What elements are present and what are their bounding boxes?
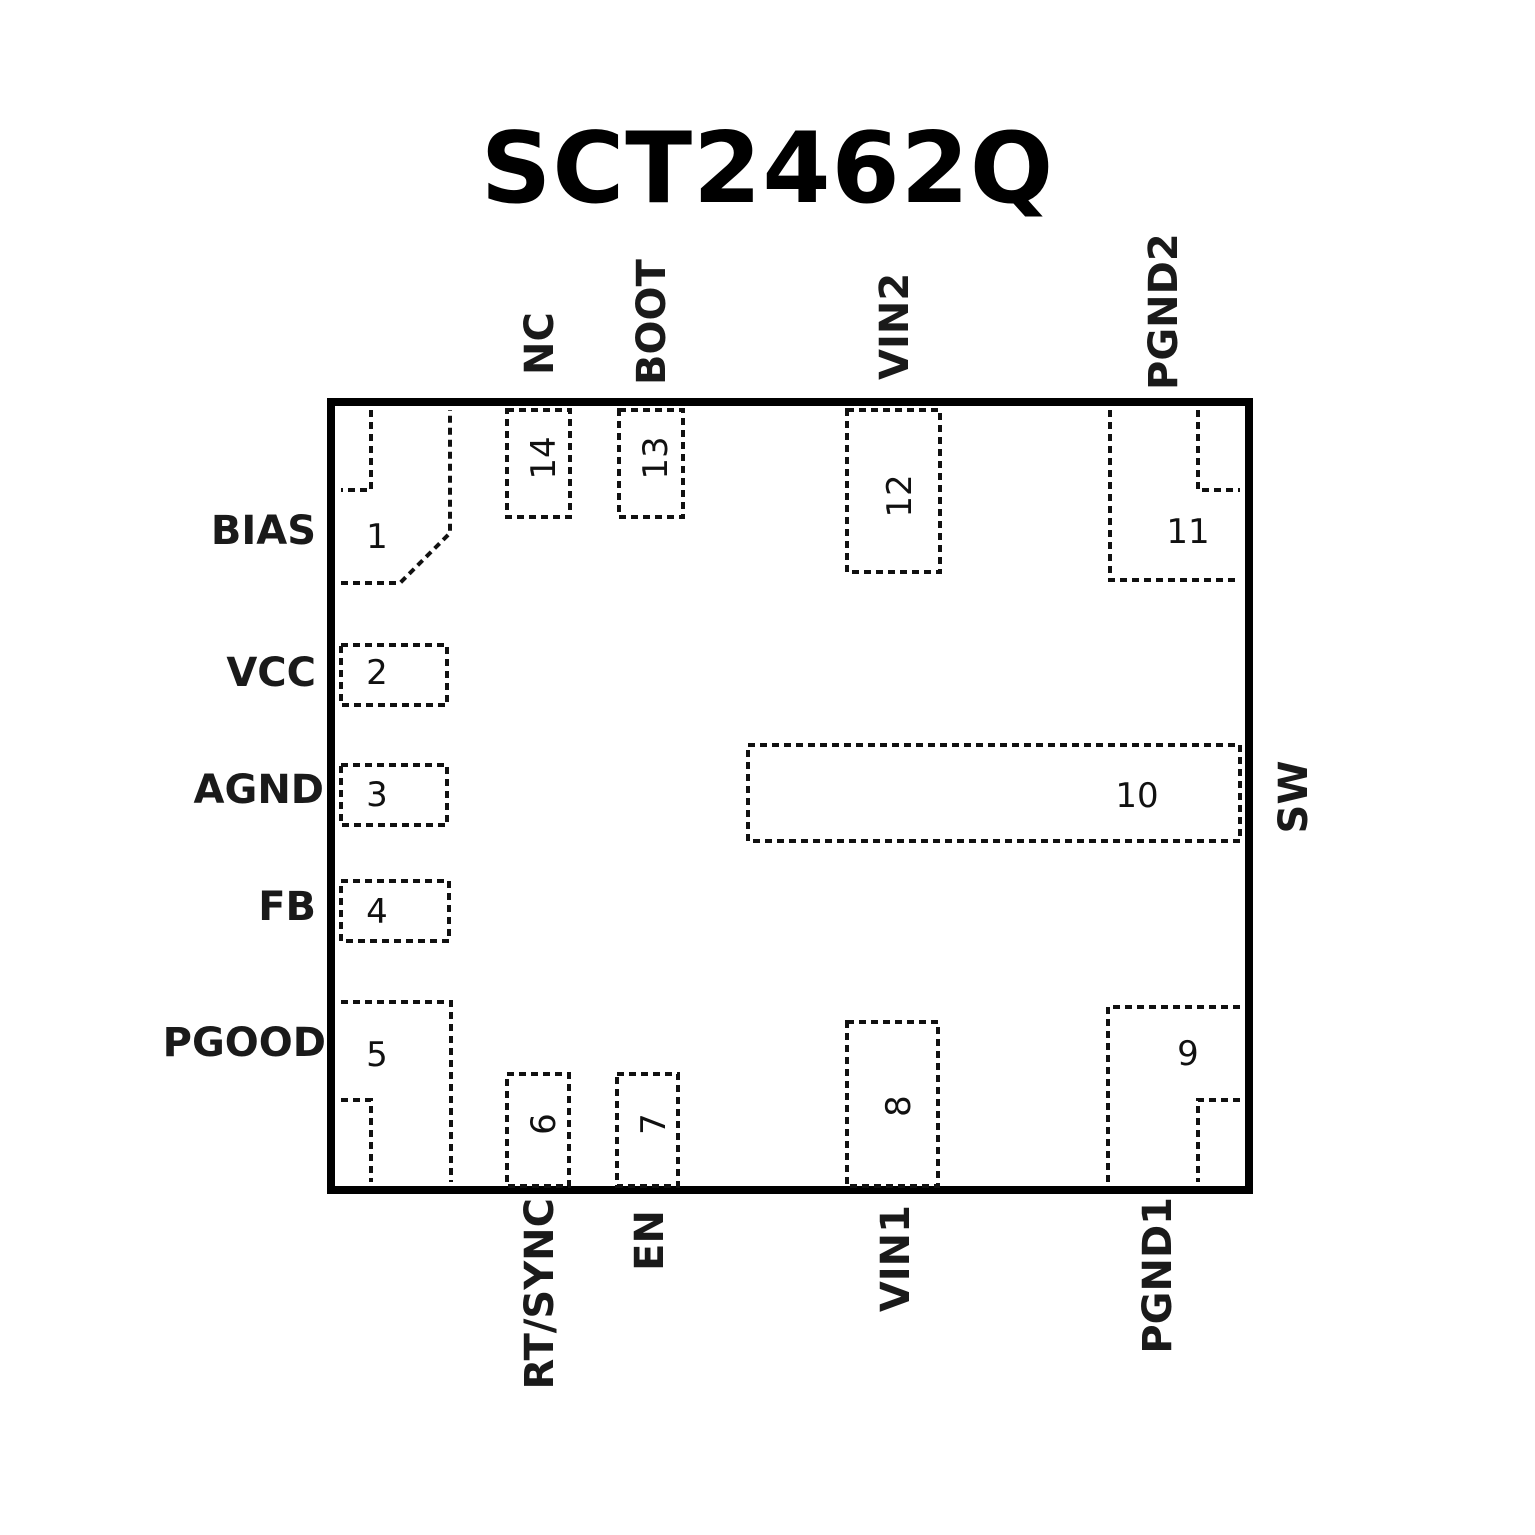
pin-label-rt-sync: RT/SYNC	[517, 1198, 563, 1390]
pad-number-11: 11	[1166, 512, 1209, 552]
pin-label-boot: BOOT	[629, 259, 675, 385]
pin-label-pgood: PGOOD	[163, 1020, 326, 1066]
pin-label-nc: NC	[517, 312, 563, 375]
pad-number-10: 10	[1115, 776, 1158, 816]
pad-number-9: 9	[1177, 1034, 1199, 1074]
pin-label-fb: FB	[258, 884, 316, 930]
chip-title: SCT2462Q	[480, 112, 1055, 226]
pad-10	[746, 743, 1242, 843]
pad-number-1: 1	[366, 517, 388, 557]
pin-label-vcc: VCC	[226, 650, 316, 696]
pad-6	[505, 1072, 571, 1188]
pad-12	[845, 408, 942, 574]
pad-9	[1106, 1005, 1240, 1182]
pad-number-3: 3	[366, 775, 388, 815]
pad-7	[615, 1072, 680, 1188]
pin-label-bias: BIAS	[211, 508, 316, 554]
pad-1	[341, 410, 452, 585]
pad-number-13: 13	[636, 436, 676, 479]
pin-label-pgnd2: PGND2	[1141, 233, 1187, 390]
pad-5	[341, 1000, 453, 1182]
pad-number-7: 7	[634, 1113, 674, 1135]
pad-number-6: 6	[524, 1113, 564, 1135]
pad-11	[1108, 410, 1240, 582]
pad-2	[339, 643, 449, 707]
pad-number-8: 8	[879, 1095, 919, 1117]
pad-13	[617, 408, 685, 519]
pin-label-en: EN	[627, 1210, 673, 1271]
pad-number-2: 2	[366, 653, 388, 693]
pad-number-14: 14	[524, 436, 564, 479]
package-outline	[327, 398, 1253, 1194]
pin-label-vin2: VIN2	[872, 273, 918, 380]
pad-3	[339, 763, 449, 827]
pad-8	[845, 1020, 940, 1188]
pin-label-agnd: AGND	[194, 767, 324, 813]
pad-number-4: 4	[366, 892, 388, 932]
pad-4	[339, 879, 451, 943]
pin-label-sw: SW	[1271, 761, 1317, 834]
pin-label-pgnd1: PGND1	[1135, 1197, 1181, 1354]
pad-number-12: 12	[880, 474, 920, 517]
pad-number-5: 5	[366, 1035, 388, 1075]
pin-label-vin1: VIN1	[873, 1205, 919, 1312]
